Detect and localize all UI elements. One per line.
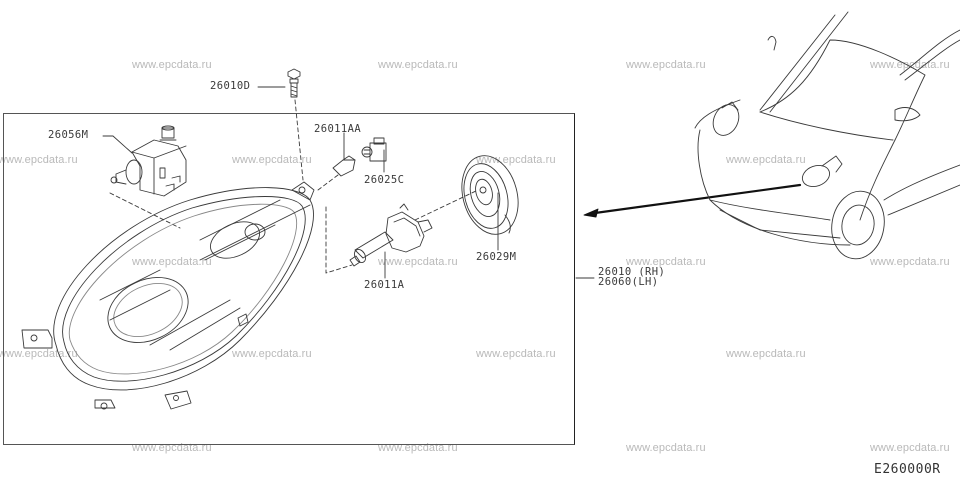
watermark: www.epcdata.ru [476,154,556,166]
watermark: www.epcdata.ru [0,348,78,360]
callout-26010d[interactable]: 26010D [210,80,251,92]
assembly-dash-lines [109,99,479,274]
pointer-arrow [583,183,802,218]
watermark: www.epcdata.ru [378,442,458,454]
car-illustration-icon [694,11,960,260]
bolt-icon [287,68,301,98]
callout-26060-lh[interactable]: 26060(LH) [598,276,659,288]
watermark: www.epcdata.ru [132,59,212,71]
watermark: www.epcdata.ru [378,59,458,71]
watermark: www.epcdata.ru [726,348,806,360]
watermark: www.epcdata.ru [378,256,458,268]
watermark: www.epcdata.ru [232,154,312,166]
side-bulb-icon [332,155,356,177]
watermark: www.epcdata.ru [476,348,556,360]
watermark: www.epcdata.ru [0,154,78,166]
callout-26029m[interactable]: 26029M [476,251,517,263]
watermark: www.epcdata.ru [726,154,806,166]
watermark: www.epcdata.ru [232,348,312,360]
callout-26011aa[interactable]: 26011AA [314,123,362,135]
watermark: www.epcdata.ru [870,442,950,454]
watermark: www.epcdata.ru [626,59,706,71]
watermark: www.epcdata.ru [870,256,950,268]
leader-lines [102,86,595,279]
callout-26056m[interactable]: 26056M [48,129,89,141]
assembly-frame [3,113,575,445]
headlamp-assembly-icon [21,181,315,410]
watermark: www.epcdata.ru [132,256,212,268]
callout-26011a[interactable]: 26011A [364,279,405,291]
figure-code: E260000R [874,462,941,477]
headlamp-bulb-icon [349,203,433,267]
watermark: www.epcdata.ru [870,59,950,71]
dust-cap-icon [461,155,519,235]
callout-26010-rh[interactable]: 26010 (RH) [598,266,666,278]
callout-26025c[interactable]: 26025C [364,174,405,186]
watermark: www.epcdata.ru [132,442,212,454]
leveling-motor-icon [110,125,187,197]
watermark: www.epcdata.ru [626,256,706,268]
watermark: www.epcdata.ru [626,442,706,454]
bulb-socket-icon [361,137,387,162]
